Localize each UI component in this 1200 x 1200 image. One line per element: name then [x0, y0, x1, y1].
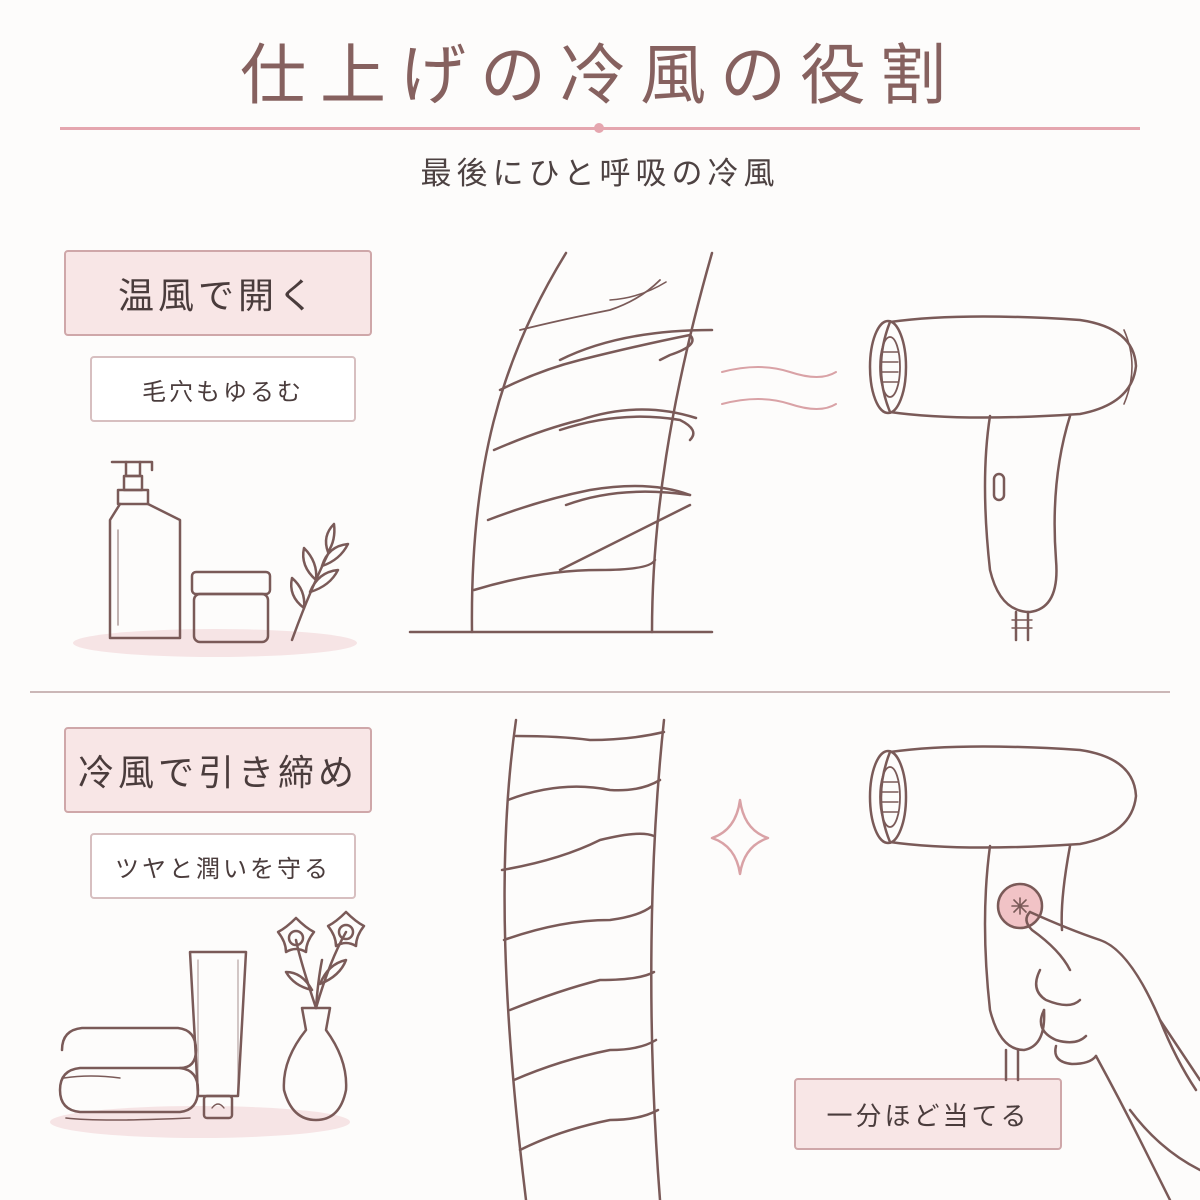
shine-note: ツヤと潤いを守る — [90, 833, 356, 899]
page-subtitle: 最後にひと呼吸の冷風 — [420, 156, 780, 192]
pores-note: 毛穴もゆるむ — [90, 356, 356, 422]
page-title: 仕上げの冷風の役割 — [240, 37, 960, 114]
pump-bottle-icon — [108, 460, 182, 640]
airflow-icon — [721, 366, 837, 410]
hair-strand-icon — [408, 251, 714, 634]
hair-dryer-icon — [868, 315, 1138, 642]
cool-button-icon — [996, 882, 1044, 930]
sparkle-icon — [710, 798, 770, 876]
title-rule-dot — [594, 123, 604, 133]
leaf-sprig-icon — [290, 522, 350, 642]
tube-icon — [188, 950, 248, 1120]
cool-air-label: 冷風で引き締め — [64, 727, 372, 813]
duration-tip: 一分ほど当てる — [794, 1078, 1062, 1150]
section-divider — [30, 691, 1170, 693]
hair-dryer-icon-2 — [868, 745, 1138, 1082]
cream-jar-icon — [190, 570, 272, 644]
hair-strand-icon-2 — [500, 718, 666, 1200]
hand-icon — [1025, 910, 1200, 1200]
warm-air-label: 温風で開く — [64, 250, 372, 336]
flower-vase-icon — [276, 910, 366, 1122]
product-shadow-2 — [50, 1106, 350, 1138]
